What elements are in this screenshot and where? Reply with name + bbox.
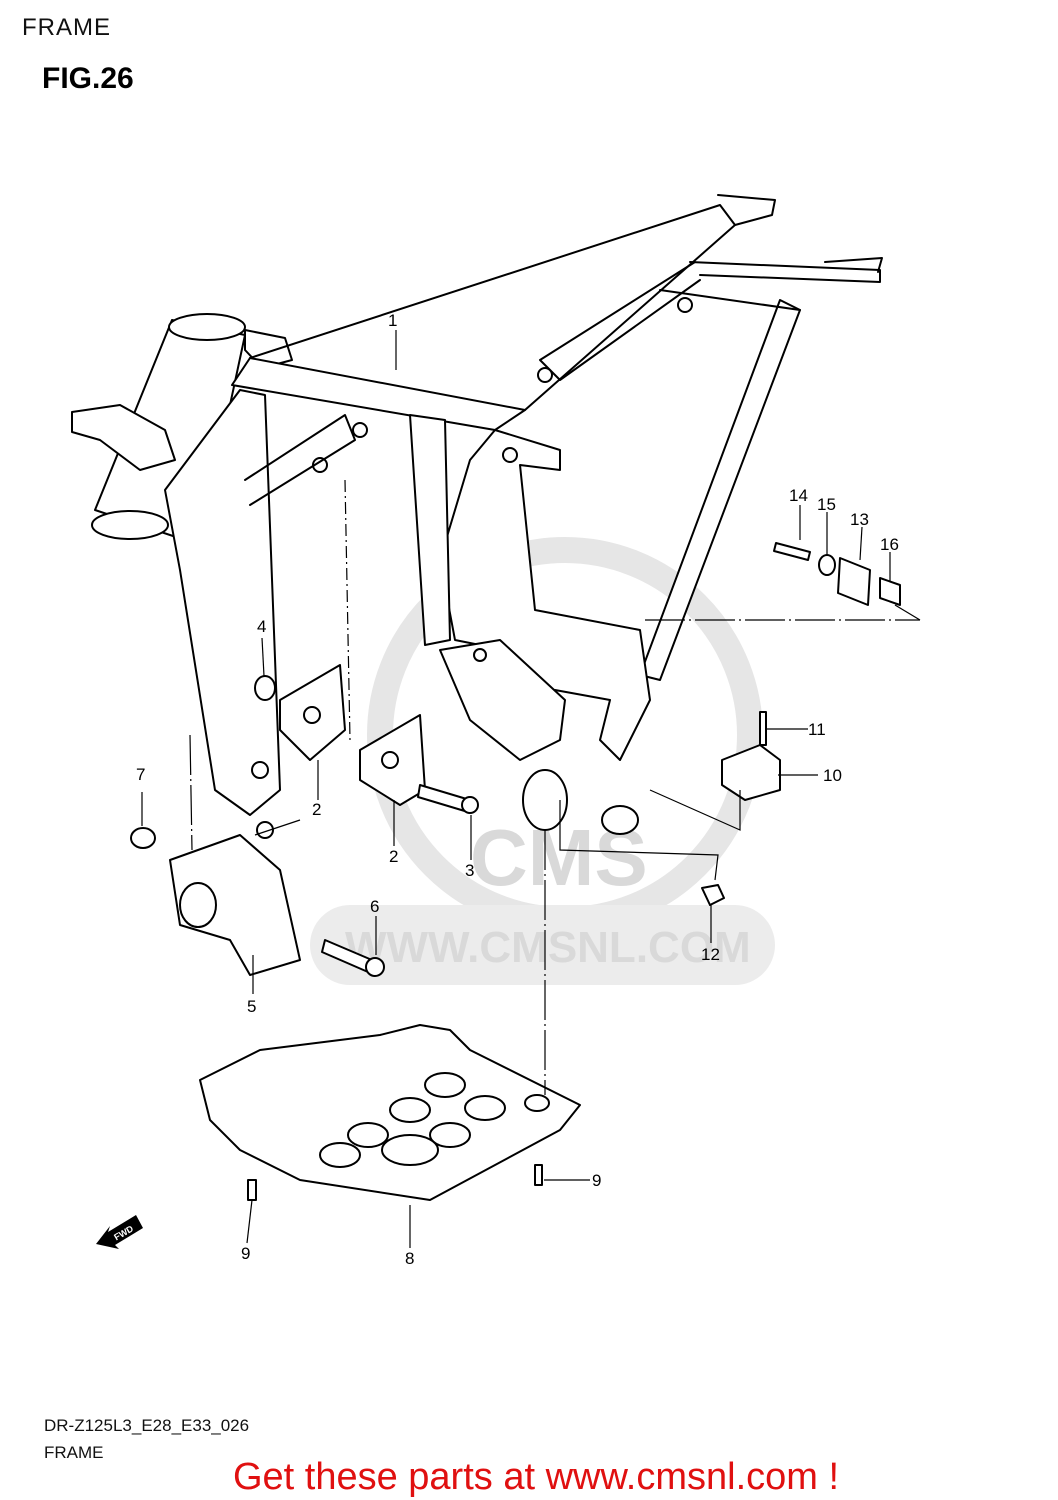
frame-assembly bbox=[71, 194, 901, 1201]
callout-8: 8 bbox=[405, 1249, 414, 1268]
callout-9-right: 9 bbox=[592, 1171, 601, 1190]
callout-7: 7 bbox=[136, 765, 145, 784]
callout-6: 6 bbox=[370, 897, 379, 916]
callout-16: 16 bbox=[880, 535, 899, 554]
callout-11: 11 bbox=[808, 720, 826, 739]
fwd-arrow-icon: FWD bbox=[96, 1215, 143, 1249]
callout-12: 12 bbox=[701, 945, 720, 964]
callout-2a: 2 bbox=[312, 800, 321, 819]
cmsnl-watermark: CMS WWW.CMSNL.COM bbox=[310, 537, 775, 985]
callout-10: 10 bbox=[823, 766, 842, 785]
callout-14: 14 bbox=[789, 486, 808, 505]
section-title: FRAME bbox=[22, 14, 111, 41]
callout-15: 15 bbox=[817, 495, 836, 514]
watermark-url: WWW.CMSNL.COM bbox=[345, 923, 751, 972]
callout-2b: 2 bbox=[389, 847, 398, 866]
callout-4: 4 bbox=[257, 617, 266, 636]
part-callouts: 1 2 2 3 4 5 6 7 8 9 9 10 11 12 13 14 15 … bbox=[136, 311, 899, 1268]
cta-link[interactable]: Get these parts at www.cmsnl.com ! bbox=[232, 1456, 840, 1498]
callout-9-left: 9 bbox=[241, 1244, 250, 1263]
callout-5: 5 bbox=[247, 997, 256, 1016]
footer-title: FRAME bbox=[44, 1443, 104, 1462]
callout-3: 3 bbox=[465, 861, 474, 880]
callout-13: 13 bbox=[850, 510, 869, 529]
callout-1: 1 bbox=[388, 311, 397, 330]
leader-lines bbox=[141, 330, 921, 1248]
figure-label: FIG.26 bbox=[42, 62, 134, 95]
model-code: DR-Z125L3_E28_E33_026 bbox=[44, 1416, 250, 1435]
